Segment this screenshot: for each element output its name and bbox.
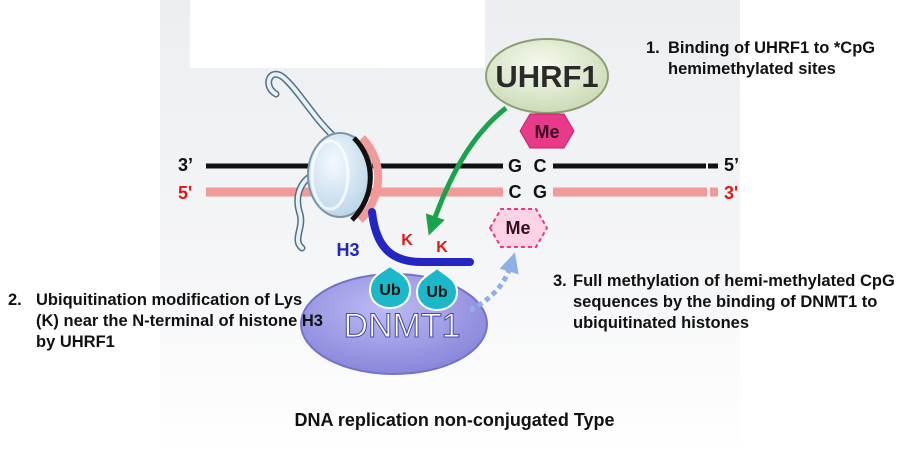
uhrf1-label: UHRF1 bbox=[495, 59, 598, 94]
step-3-text: Full methylation of hemi-methylated CpG … bbox=[573, 272, 895, 332]
step-2-text: Ubiquitination modification of Lys (K) n… bbox=[36, 291, 323, 351]
figure-panel-notch bbox=[190, 0, 485, 68]
nucleosome bbox=[307, 132, 383, 223]
me-label-solid: Me bbox=[534, 122, 559, 142]
histone-tail-left-inner bbox=[295, 170, 322, 250]
ubiquitin-left bbox=[368, 264, 412, 310]
bottom-strand-3prime-label: 3' bbox=[724, 183, 738, 203]
step-1-annotation: 1. Binding of UHRF1 to *CpG hemimethylat… bbox=[646, 38, 896, 80]
lysine-label-left: K bbox=[401, 232, 413, 249]
histone-h3-tail bbox=[368, 208, 474, 266]
uhrf1-protein bbox=[485, 38, 609, 114]
green-arrow-uhrf1-to-h3 bbox=[425, 106, 508, 236]
methyl-group-dashed bbox=[488, 208, 549, 248]
figure-background-panel bbox=[160, 0, 740, 455]
base-c-bottom: C bbox=[509, 182, 522, 202]
histone-tail-upper-inner bbox=[266, 72, 340, 142]
methyl-group-solid bbox=[519, 113, 575, 149]
step-3-annotation: 3. Full methylation of hemi-methylated C… bbox=[553, 271, 898, 334]
bottom-strand-5prime-label: 5' bbox=[178, 183, 192, 203]
step-1-text: Binding of UHRF1 to *CpG hemimethylated … bbox=[668, 39, 876, 78]
ub-label-left: Ub bbox=[379, 282, 401, 299]
ubiquitin-right bbox=[415, 266, 459, 312]
step-1-number: 1. bbox=[646, 39, 660, 57]
me-label-dashed: Me bbox=[505, 218, 530, 238]
step-2-annotation: 2. Ubiquitination modification of Lys (K… bbox=[8, 290, 328, 353]
base-c-top: C bbox=[534, 156, 547, 176]
ub-label-right: Ub bbox=[426, 284, 448, 301]
h3-label: H3 bbox=[336, 240, 359, 260]
base-g-bottom: G bbox=[533, 182, 547, 202]
top-strand-3prime-label: 3’ bbox=[178, 155, 193, 175]
lysine-label-right: K bbox=[436, 239, 448, 256]
dnmt1-label: DNMT1 bbox=[343, 307, 460, 345]
top-strand-5prime-label: 5’ bbox=[724, 155, 739, 175]
nucleosome-dna-wrap-black bbox=[350, 136, 373, 222]
step-2-number: 2. bbox=[8, 291, 22, 309]
nucleosome-dna-wrap-pink bbox=[357, 135, 383, 223]
base-g-top: G bbox=[508, 156, 522, 176]
step-3-number: 3. bbox=[553, 272, 567, 290]
figure-caption: DNA replication non-conjugated Type bbox=[294, 410, 615, 430]
